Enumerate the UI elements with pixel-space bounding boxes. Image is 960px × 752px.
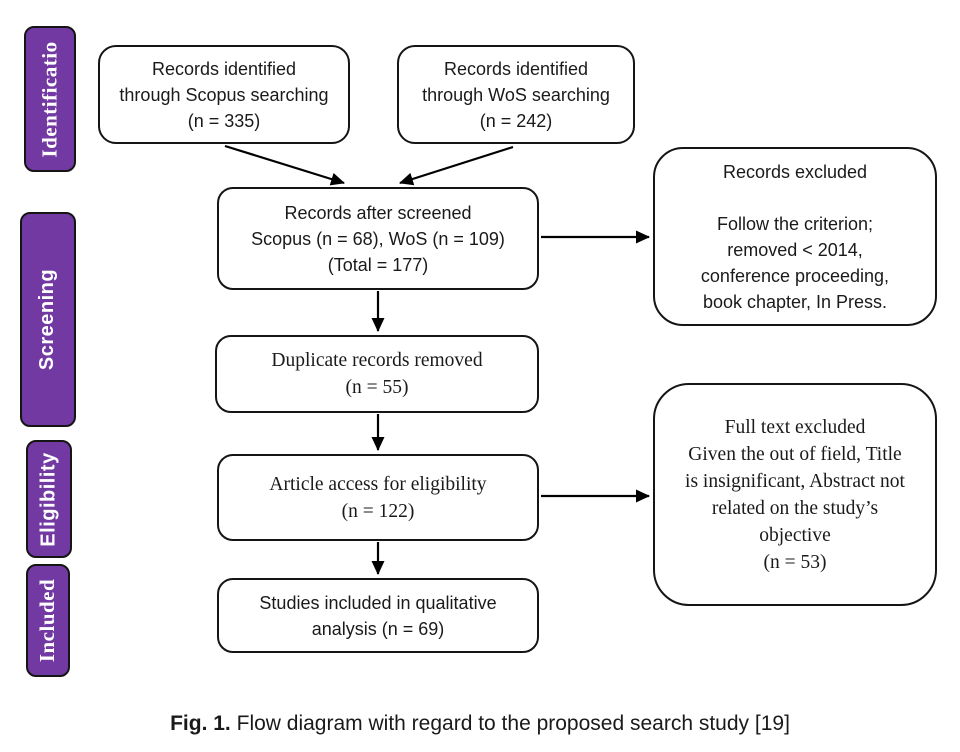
box-text-line: book chapter, In Press. bbox=[702, 291, 888, 312]
box-text-line: (Total = 177) bbox=[327, 254, 429, 275]
box-text-line: Records identified bbox=[443, 58, 589, 79]
stage-label-screening: Screening bbox=[20, 212, 76, 427]
stage-label-eligibility-text: Eligibility bbox=[37, 451, 60, 547]
box-records-identified-scopus: Records identified through Scopus search… bbox=[98, 45, 350, 144]
stage-label-identification: Identificatio bbox=[24, 26, 76, 172]
stage-label-included: Included bbox=[26, 564, 70, 677]
box-text-line: (n = 55) bbox=[345, 377, 409, 398]
box-text-line: (n = 335) bbox=[187, 110, 261, 131]
box-text-line: Records identified bbox=[151, 58, 297, 79]
figure-caption: Fig. 1. Flow diagram with regard to the … bbox=[0, 712, 960, 736]
box-text-line: is insignificant, Abstract not bbox=[685, 470, 905, 492]
box-fulltext-excluded: Full text excluded Given the out of fiel… bbox=[653, 383, 937, 606]
box-text-line: objective bbox=[759, 524, 831, 546]
box-text-line: Duplicate records removed bbox=[271, 350, 483, 371]
box-records-excluded: Records excluded Follow the criterion; r… bbox=[653, 147, 937, 326]
box-studies-included: Studies included in qualitative analysis… bbox=[217, 578, 539, 653]
box-duplicate-records-removed: Duplicate records removed (n = 55) bbox=[215, 335, 539, 413]
figure-caption-text: Flow diagram with regard to the proposed… bbox=[230, 712, 790, 735]
arrow-scopus-to-screened bbox=[224, 144, 345, 186]
box-text-line: related on the study’s bbox=[711, 497, 879, 519]
box-text-line: Article access for eligibility bbox=[269, 473, 487, 495]
box-article-access-eligibility: Article access for eligibility (n = 122) bbox=[217, 454, 539, 541]
arrow-wos-to-screened bbox=[399, 145, 514, 186]
box-text-line: Studies included in qualitative bbox=[259, 592, 497, 613]
stage-label-identification-text: Identificatio bbox=[37, 40, 62, 158]
stage-label-eligibility: Eligibility bbox=[26, 440, 72, 558]
box-text-line: through WoS searching bbox=[422, 84, 610, 105]
figure-caption-label: Fig. 1. bbox=[170, 712, 231, 735]
box-text-line: Records excluded bbox=[722, 161, 868, 182]
box-text-line: Scopus (n = 68), WoS (n = 109) bbox=[251, 228, 505, 249]
box-text-line: (n = 122) bbox=[341, 500, 415, 522]
box-text-line: Given the out of field, Title bbox=[688, 443, 902, 465]
box-text-line: Follow the criterion; bbox=[716, 213, 874, 234]
stage-label-screening-text: Screening bbox=[36, 268, 59, 371]
box-text-line: (n = 242) bbox=[479, 110, 553, 131]
stage-label-included-text: Included bbox=[35, 578, 60, 663]
box-text-line: through Scopus searching bbox=[119, 84, 329, 105]
box-records-identified-wos: Records identified through WoS searching… bbox=[397, 45, 635, 144]
box-text-line: (n = 53) bbox=[763, 551, 827, 573]
box-records-after-screened: Records after screened Scopus (n = 68), … bbox=[217, 187, 539, 290]
box-text-line: Full text excluded bbox=[724, 416, 866, 438]
box-text-line: Records after screened bbox=[284, 202, 472, 223]
box-text-line: analysis (n = 69) bbox=[311, 618, 445, 639]
box-text-line: removed < 2014, bbox=[727, 239, 863, 260]
box-text-line: conference proceeding, bbox=[700, 265, 890, 286]
